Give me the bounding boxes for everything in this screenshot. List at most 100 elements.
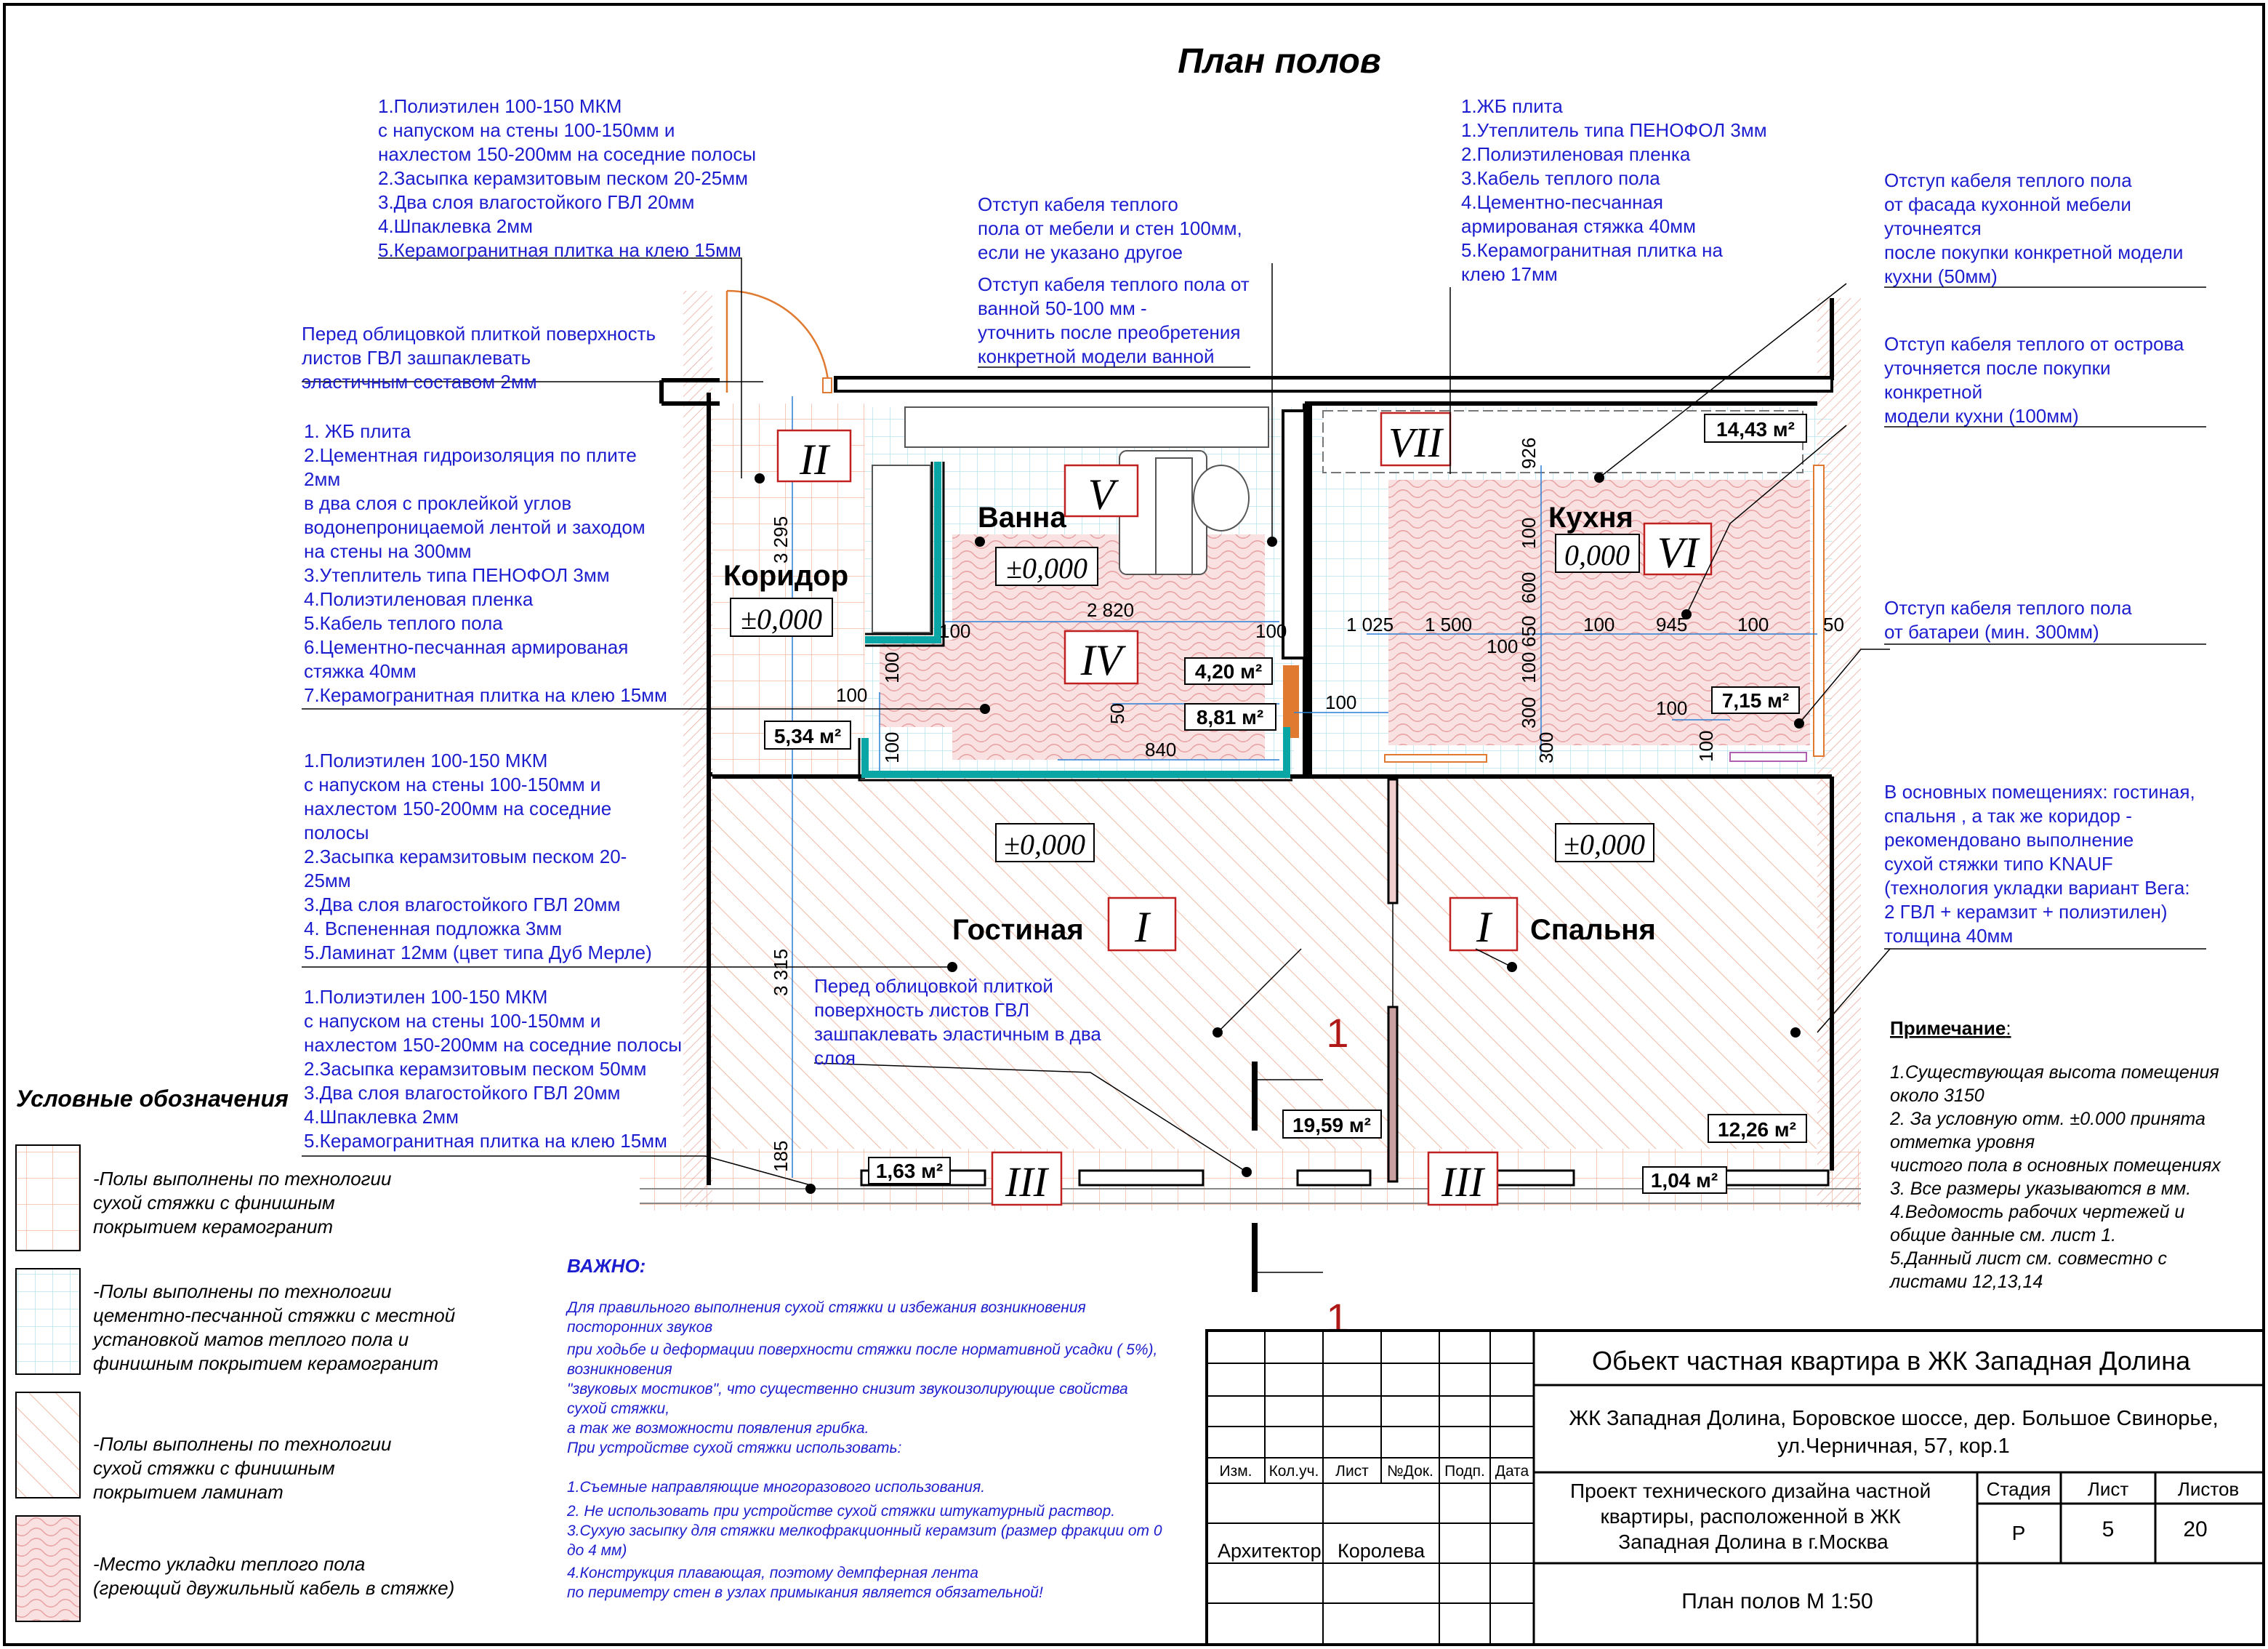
svg-text:100: 100 (1518, 652, 1540, 683)
svg-text:650: 650 (1518, 616, 1540, 647)
corridor-roman: II (799, 436, 831, 484)
legend-swatch-heating (15, 1515, 81, 1622)
remark-body: 1.Существующая высота помещения около 31… (1889, 1062, 2226, 1292)
tb-header-koluch: Кол.уч. (1269, 1463, 1319, 1480)
svg-text:100: 100 (881, 732, 903, 763)
svg-text:1 500: 1 500 (1425, 614, 1472, 635)
svg-text:300: 300 (1535, 732, 1557, 763)
note-laminate-layers: 1.Полиэтилен 100-150 МКМ с напуском на с… (304, 750, 652, 963)
svg-text:300: 300 (1518, 697, 1540, 729)
note-kitchen-layers: 1.ЖБ плита 1.Утеплитель типа ПЕНОФОЛ 3мм… (1461, 95, 1772, 285)
plan-geometry (640, 289, 1861, 1211)
bath-name: Ванна (978, 502, 1066, 534)
svg-text:1 025: 1 025 (1346, 614, 1394, 635)
corridor-level: ±0,000 (741, 603, 822, 635)
tb-header-data: Дата (1495, 1463, 1529, 1480)
living-area: 19,59 м² (1292, 1114, 1371, 1136)
section-mark-top: 1 (1326, 1010, 1348, 1056)
living-level: ±0,000 (1004, 828, 1085, 861)
legend: Условные обозначения -Полы выполнены по … (15, 1086, 460, 1622)
note-gvl-putty-bottom: Перед облицовкой плиткой поверхность лис… (814, 975, 1106, 1069)
note-cable-island: Отступ кабеля теплого от острова уточняе… (1884, 333, 2189, 427)
svg-text:3 295: 3 295 (770, 516, 792, 563)
svg-text:2 820: 2 820 (1087, 599, 1134, 621)
svg-text:840: 840 (1145, 739, 1176, 761)
tb-object: Обьект частная квартира в ЖК Западная До… (1592, 1346, 2191, 1376)
entrance-door-swing (726, 289, 830, 393)
note-knauf: В основных помещениях: гостиная, спальня… (1884, 781, 2200, 947)
bath-roman: IV (1080, 636, 1127, 684)
balcony-right-area: 1,04 м² (1651, 1169, 1718, 1192)
important-body: Для правильного выполнения сухой стяжки … (566, 1299, 1166, 1601)
tb-sheet: 5 (2102, 1517, 2115, 1541)
corridor-area: 5,34 м² (774, 725, 841, 747)
svg-text:926: 926 (1518, 438, 1540, 469)
kitchen-level: 0,000 (1564, 539, 1630, 571)
tb-address-2: ул.Черничная, 57, кор.1 (1777, 1435, 2010, 1458)
legend-text-cement: -Полы выполнены по технологии цементно-п… (92, 1280, 460, 1374)
annotation-notes: 1.Полиэтилен 100-150 МКМ с напуском на с… (302, 95, 2200, 1152)
corridor-name: Коридор (723, 560, 848, 592)
svg-text:3 315: 3 315 (770, 949, 792, 996)
tb-sheet-label: Лист (2088, 1478, 2129, 1500)
svg-text:100: 100 (1518, 518, 1540, 549)
svg-text:100: 100 (836, 684, 867, 706)
bath-area-small: 4,20 м² (1195, 660, 1262, 683)
living-roman: I (1134, 903, 1151, 951)
bath-roman-top: V (1088, 470, 1119, 518)
note-gvl-putty-top: Перед облицовкой плиткой поверхность лис… (302, 323, 661, 393)
note-cable-kitchen-facade: Отступ кабеля теплого пола от фасада кух… (1884, 169, 2189, 287)
svg-text:100: 100 (1255, 620, 1287, 642)
svg-text:100: 100 (881, 652, 903, 683)
tb-person: Королева (1338, 1540, 1425, 1562)
title-block (1205, 1329, 2265, 1646)
svg-text:50: 50 (1106, 703, 1128, 724)
balcony-left-roman: III (1005, 1158, 1050, 1205)
legend-text-heating: -Место укладки теплого пола (греющий дву… (93, 1553, 454, 1599)
note-balcony-tile: 1.Полиэтилен 100-150 МКМ с напуском на с… (304, 986, 687, 1152)
tb-role: Архитектор (1218, 1540, 1322, 1562)
svg-text:100: 100 (939, 620, 970, 642)
note-corridor-tile: 1.Полиэтилен 100-150 МКМ с напуском на с… (378, 95, 761, 261)
svg-text:185: 185 (770, 1141, 792, 1172)
toilet-bowl-icon (1193, 465, 1250, 531)
bath-area: 8,81 м² (1197, 706, 1263, 729)
kitchen-area: 14,43 м² (1716, 418, 1795, 441)
tb-sheets: 20 (2183, 1517, 2207, 1541)
balcony-right-roman: III (1441, 1158, 1486, 1205)
living-name: Гостиная (952, 914, 1084, 946)
bedroom-area: 12,26 м² (1718, 1118, 1796, 1141)
important-title: ВАЖНО: (567, 1255, 646, 1277)
svg-text:100: 100 (1325, 691, 1356, 713)
kitchen-roman-top: VII (1388, 419, 1444, 466)
note-cable-furniture: Отступ кабеля теплого пола от мебели и с… (978, 193, 1247, 263)
tb-address-1: ЖК Западная Долина, Боровское шоссе, дер… (1569, 1407, 2218, 1430)
note-cable-bath: Отступ кабеля теплого пола от ванной 50-… (978, 273, 1255, 367)
bedroom-level: ±0,000 (1564, 828, 1645, 861)
note-cable-battery: Отступ кабеля теплого пола от батареи (м… (1884, 597, 2137, 643)
svg-text:945: 945 (1656, 614, 1687, 635)
svg-text:50: 50 (1823, 614, 1844, 635)
tb-stage: Р (2012, 1522, 2026, 1544)
leader-dots (755, 473, 1804, 1194)
sheet-frame (3, 3, 2265, 1646)
title-block-text: Изм. Кол.уч. Лист №Док. Подп. Дата Архит… (1218, 1346, 2239, 1613)
svg-text:600: 600 (1518, 572, 1540, 603)
legend-text-dry-tile: -Полы выполнены по технологии сухой стяж… (93, 1168, 397, 1237)
legend-title: Условные обозначения (16, 1086, 289, 1112)
svg-text:100: 100 (1737, 614, 1769, 635)
room-labels: II Коридор ±0,000 5,34 м² V Ванна ±0,000… (723, 412, 1807, 1206)
remark-title: Примечание: (1890, 1017, 2011, 1039)
kitchen-roman: VI (1657, 529, 1701, 577)
legend-swatch-laminate (15, 1392, 81, 1498)
tb-header-podp: Подп. (1444, 1463, 1485, 1480)
legend-swatch-cement (15, 1268, 81, 1375)
tb-header-izm: Изм. (1220, 1463, 1252, 1480)
tb-drawing-name: План полов М 1:50 (1681, 1589, 1873, 1613)
bathtub-icon (872, 465, 931, 633)
bedroom-name: Спальня (1530, 914, 1656, 946)
bath-level: ±0,000 (1006, 552, 1087, 585)
tb-project: Проект технического дизайна частной квар… (1570, 1480, 1937, 1553)
legend-text-laminate: -Полы выполнены по технологии сухой стяж… (93, 1433, 397, 1503)
